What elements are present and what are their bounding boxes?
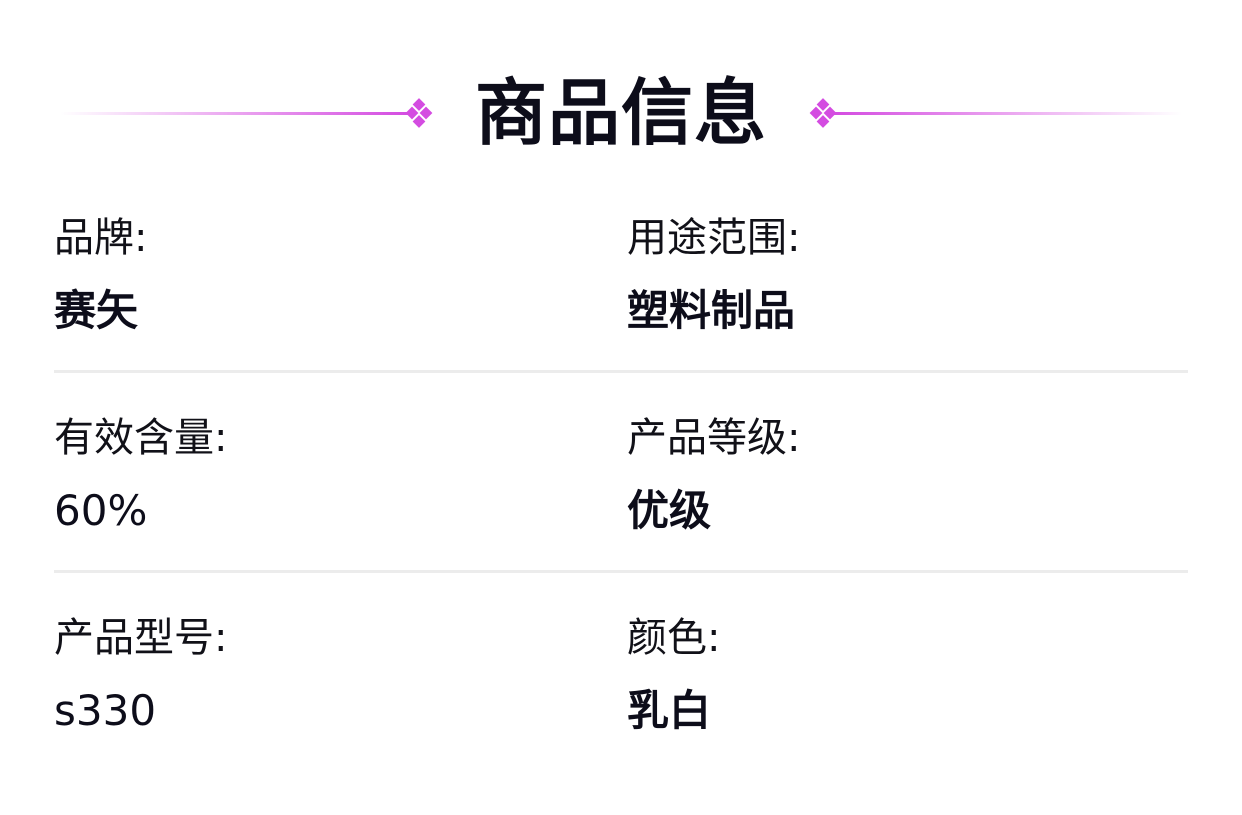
attribute-label: 有效含量: [54, 415, 228, 461]
attribute-value: 塑料制品 [627, 286, 796, 335]
attribute-value: 优级 [627, 486, 712, 535]
attribute-label: 用途范围: [627, 215, 801, 261]
row-divider [54, 570, 1188, 573]
attribute-product-grade: 产品等级: 优级 [627, 412, 1167, 538]
attribute-value: 60% [54, 486, 148, 535]
attribute-brand: 品牌: 赛矢 [54, 212, 594, 338]
product-attributes-grid: 品牌: 赛矢 用途范围: 塑料制品 有效含量: 60% 产品等级: 优级 产品型… [54, 212, 1188, 812]
header-right-gradient-line [834, 112, 1182, 115]
page-title: 商品信息 [474, 71, 767, 155]
attribute-label: 产品型号: [54, 615, 228, 661]
attribute-usage-scope: 用途范围: 塑料制品 [627, 212, 1167, 338]
diamond-cluster-icon [404, 98, 434, 128]
attribute-label: 颜色: [627, 615, 721, 661]
attribute-row: 有效含量: 60% 产品等级: 优级 [54, 412, 1188, 612]
attribute-value: 乳白 [627, 686, 712, 735]
attribute-label: 品牌: [54, 215, 148, 261]
attribute-effective-content: 有效含量: 60% [54, 412, 594, 538]
attribute-row: 产品型号: s330 颜色: 乳白 [54, 612, 1188, 812]
attribute-label: 产品等级: [627, 415, 801, 461]
diamond-cluster-icon [808, 98, 838, 128]
row-divider [54, 370, 1188, 373]
attribute-row: 品牌: 赛矢 用途范围: 塑料制品 [54, 212, 1188, 412]
section-header: 商品信息 [0, 60, 1242, 166]
attribute-product-model: 产品型号: s330 [54, 612, 594, 738]
attribute-value: s330 [54, 686, 157, 735]
header-left-gradient-line [60, 112, 408, 115]
attribute-color: 颜色: 乳白 [627, 612, 1167, 738]
attribute-value: 赛矢 [54, 286, 139, 335]
